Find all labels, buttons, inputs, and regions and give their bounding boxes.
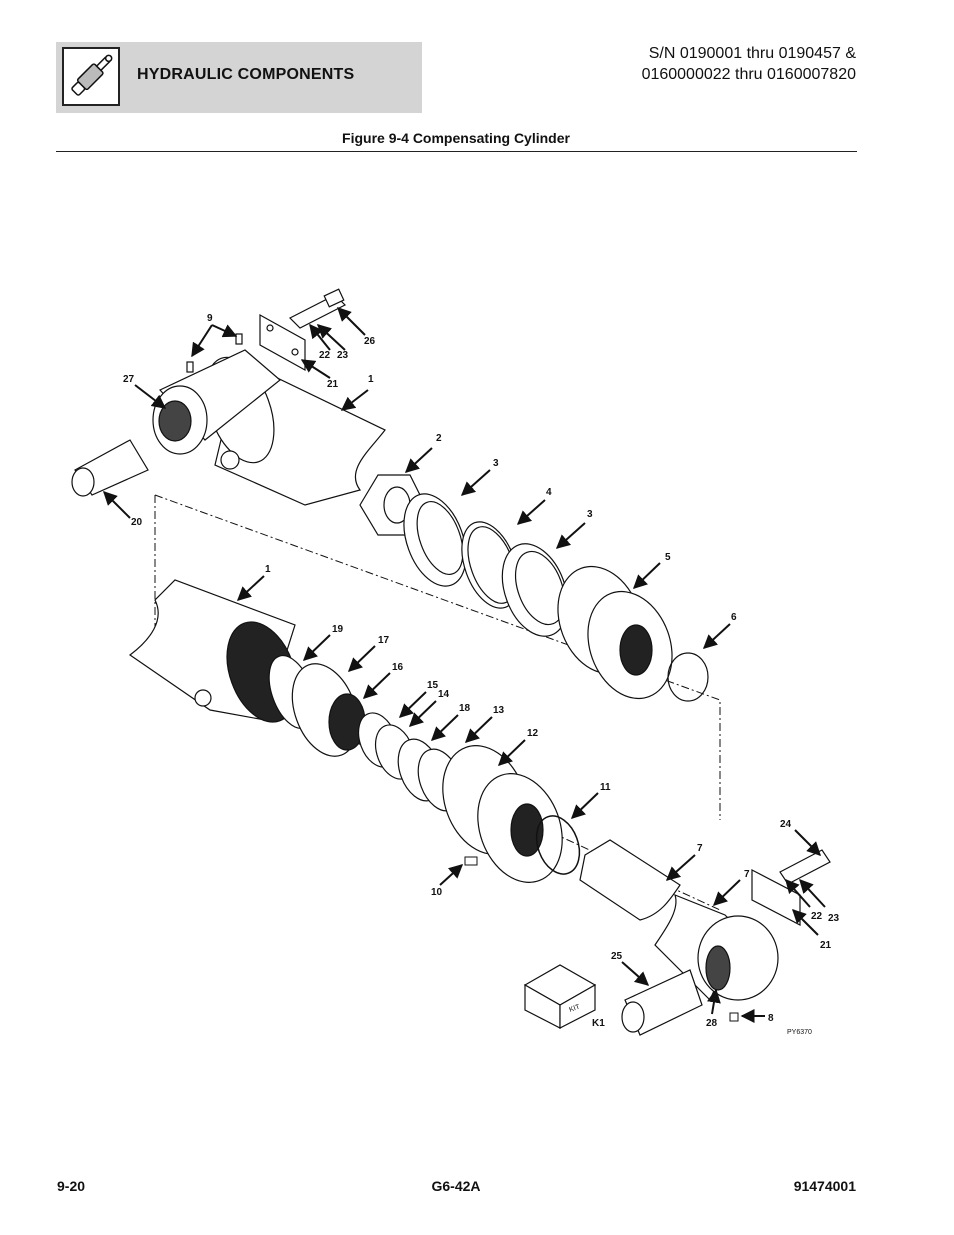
callout-10: 10 — [431, 887, 443, 898]
callout-18: 18 — [459, 703, 471, 714]
callout-labels: 9 26 22 23 21 1 27 2 3 4 3 20 5 1 6 19 1… — [123, 313, 840, 1036]
callout-21-upper: 21 — [327, 379, 339, 390]
callout-1-lower: 1 — [265, 564, 271, 575]
callout-4: 4 — [546, 487, 552, 498]
figure-title: Figure 9-4 Compensating Cylinder — [342, 130, 570, 146]
grease-fitting-end — [729, 1012, 739, 1022]
callout-11: 11 — [600, 782, 611, 793]
cylinder-barrel-upper — [152, 333, 386, 506]
serial-number-range: S/N 0190001 thru 0190457 & 0160000022 th… — [642, 43, 856, 85]
piston-rod — [579, 839, 779, 1002]
page-number: 9-20 — [57, 1178, 86, 1194]
cylinder-barrel-cutaway — [128, 579, 298, 723]
callout-k1: K1 — [592, 1018, 605, 1029]
mounting-plate-upper — [259, 288, 347, 372]
callout-14: 14 — [438, 689, 450, 700]
o-ring — [667, 652, 709, 702]
callout-7-eye: 7 — [744, 869, 750, 880]
callout-7-rod: 7 — [697, 843, 703, 854]
snap-ring — [535, 815, 581, 875]
kit-box-label: KIT — [568, 1003, 581, 1014]
callout-21-lower: 21 — [820, 940, 832, 951]
callout-27: 27 — [123, 374, 135, 385]
callout-3-first: 3 — [493, 458, 499, 469]
manual-part-number: 91474001 — [793, 1178, 856, 1194]
callout-28: 28 — [706, 1018, 718, 1029]
mounting-plate-lower — [751, 849, 831, 926]
callout-23-lower: 23 — [828, 913, 840, 924]
callout-5: 5 — [665, 552, 671, 563]
callout-2: 2 — [436, 433, 442, 444]
callout-15: 15 — [427, 680, 439, 691]
callout-26: 26 — [364, 336, 376, 347]
callout-22-lower: 22 — [811, 911, 823, 922]
serial-line-2: 0160000022 thru 0160007820 — [641, 66, 856, 83]
callout-8: 8 — [768, 1013, 774, 1024]
callout-22-upper: 22 — [319, 350, 331, 361]
callout-12: 12 — [527, 728, 539, 739]
callout-16: 16 — [392, 662, 404, 673]
callout-1-upper: 1 — [368, 374, 374, 385]
header-divider — [56, 151, 857, 152]
callout-25: 25 — [611, 951, 623, 962]
pin-left — [71, 439, 149, 497]
pin-right — [621, 969, 703, 1036]
wear-rings — [403, 493, 569, 637]
callout-leaders — [103, 307, 826, 1023]
seal-kit-box — [523, 964, 597, 1029]
callout-13: 13 — [493, 705, 505, 716]
callout-20: 20 — [131, 517, 143, 528]
callout-3-second: 3 — [587, 509, 593, 520]
gland-seals — [268, 655, 463, 812]
drawing-code: PY6370 — [787, 1029, 812, 1036]
callout-6: 6 — [731, 612, 737, 623]
hydraulic-cylinder-icon — [62, 47, 120, 106]
callout-17: 17 — [378, 635, 390, 646]
serial-line-1: S/N 0190001 thru 0190457 & — [648, 45, 856, 62]
section-title: HYDRAULIC COMPONENTS — [137, 66, 355, 83]
callout-24: 24 — [780, 819, 792, 830]
piston — [557, 565, 673, 700]
callout-23-upper: 23 — [337, 350, 349, 361]
grease-fitting-lower — [464, 856, 478, 866]
model-number: G6-42A — [431, 1178, 481, 1194]
callout-9: 9 — [207, 313, 213, 324]
callout-19: 19 — [332, 624, 344, 635]
